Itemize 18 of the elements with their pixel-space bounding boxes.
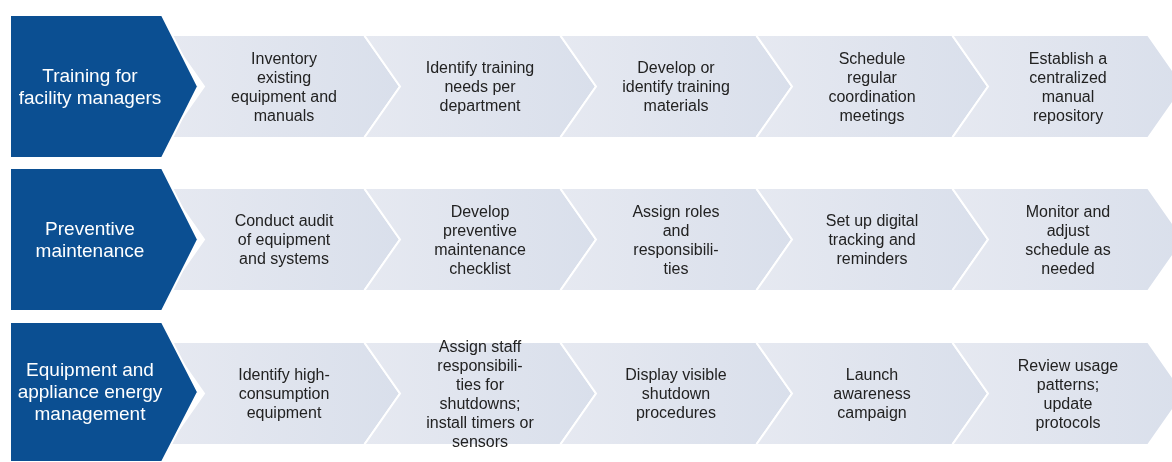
- step-text: Identify training needs per department: [425, 58, 535, 115]
- row-heading: Equipment and appliance energy management: [16, 359, 164, 425]
- step-text: Launch awareness campaign: [832, 365, 912, 422]
- step-text: Assign staff responsibili-ties for shutdowns; install timers or sensors: [425, 336, 535, 451]
- step-text: Monitor and adjust schedule as needed: [1024, 201, 1112, 278]
- step-text: Develop preventive maintenance checklist: [433, 201, 527, 278]
- step-text: Assign roles and responsibili-ties: [631, 201, 721, 278]
- step-text: Establish a centralized manual repository: [1027, 48, 1109, 125]
- step-text: Develop or identify training materials: [621, 58, 731, 115]
- step-text: Conduct audit of equipment and systems: [233, 211, 335, 268]
- step-text: Schedule regular coordination meetings: [827, 48, 917, 125]
- step-text: Inventory existing equipment and manuals: [230, 48, 338, 125]
- row-heading: Preventive maintenance: [34, 217, 146, 262]
- step-text: Display visible shutdown procedures: [624, 365, 728, 422]
- step-text: Identify high-consumption equipment: [237, 365, 331, 422]
- step-text: Review usage patterns; update protocols: [1016, 355, 1120, 432]
- row-heading: Training for facility managers: [17, 64, 163, 109]
- step-text: Set up digital tracking and reminders: [824, 211, 920, 268]
